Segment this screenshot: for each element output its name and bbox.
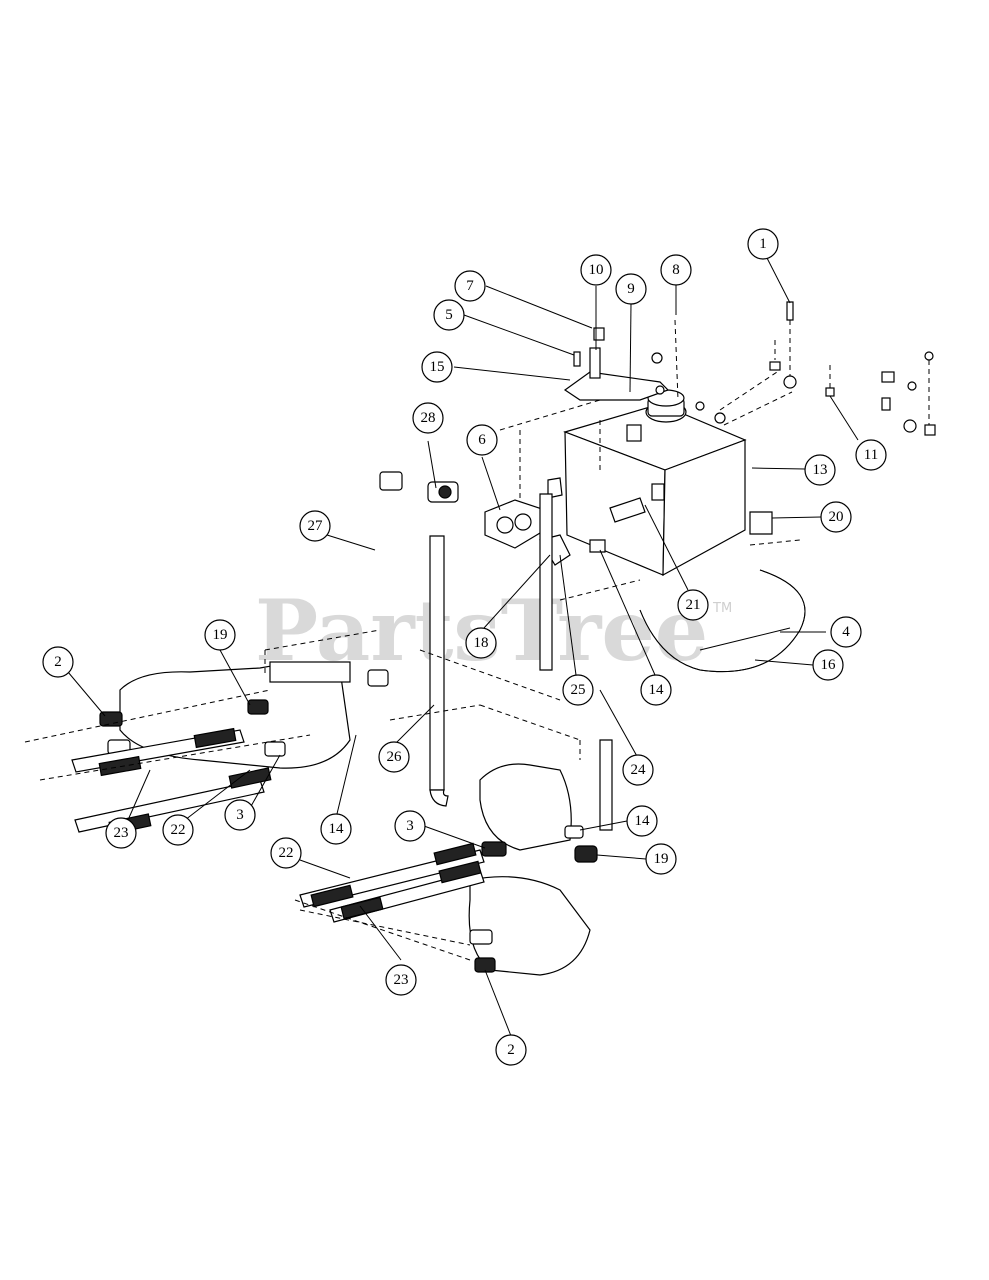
callout-19a: 19 xyxy=(204,619,236,651)
svg-text:9: 9 xyxy=(627,281,635,297)
svg-text:15: 15 xyxy=(430,359,445,375)
svg-text:19: 19 xyxy=(213,627,228,643)
callout-2b: 2 xyxy=(495,1034,527,1066)
callout-14a: 14 xyxy=(320,813,352,845)
callout-4: 4 xyxy=(830,616,862,648)
callout-25: 25 xyxy=(562,674,594,706)
callout-2a: 2 xyxy=(42,646,74,678)
callout-6: 6 xyxy=(466,424,498,456)
leader-lines xyxy=(67,257,859,1037)
svg-text:27: 27 xyxy=(308,518,324,534)
svg-text:21: 21 xyxy=(686,597,701,613)
svg-text:23: 23 xyxy=(394,972,409,988)
svg-text:5: 5 xyxy=(445,307,453,323)
callout-19b: 19 xyxy=(645,843,677,875)
tubes xyxy=(429,493,613,831)
callout-1: 1 xyxy=(747,228,779,260)
callout-13: 13 xyxy=(804,454,836,486)
callout-9: 9 xyxy=(615,273,647,305)
watermark-tm: TM xyxy=(712,601,732,616)
callout-14b: 14 xyxy=(626,805,658,837)
svg-text:8: 8 xyxy=(672,262,680,278)
callout-21: 21 xyxy=(677,589,709,621)
callout-16: 14 xyxy=(640,674,672,706)
svg-text:3: 3 xyxy=(236,807,244,823)
svg-text:22: 22 xyxy=(279,845,294,861)
svg-text:2: 2 xyxy=(54,654,62,670)
callout-27: 27 xyxy=(299,510,331,542)
svg-text:14: 14 xyxy=(635,813,651,829)
callout-18: 18 xyxy=(465,627,497,659)
svg-text:4: 4 xyxy=(842,624,850,640)
callout-5: 5 xyxy=(433,299,465,331)
callout-24: 24 xyxy=(622,754,654,786)
svg-text:2: 2 xyxy=(507,1042,515,1058)
svg-text:3: 3 xyxy=(406,818,414,834)
svg-text:23: 23 xyxy=(114,825,129,841)
hydraulic-tank xyxy=(563,352,747,577)
right-hoses xyxy=(294,842,485,961)
svg-text:14: 14 xyxy=(329,821,345,837)
right-pump xyxy=(468,763,598,976)
svg-text:11: 11 xyxy=(864,447,878,463)
svg-text:6: 6 xyxy=(478,432,486,448)
callout-28: 28 xyxy=(412,402,444,434)
callout-10: 10 xyxy=(580,254,612,286)
callout-23b: 23 xyxy=(385,964,417,996)
suction-hose xyxy=(639,569,806,673)
callout-3a: 3 xyxy=(224,799,256,831)
svg-text:10: 10 xyxy=(589,262,604,278)
callout-17: 16 xyxy=(812,649,844,681)
callout-22b: 22 xyxy=(270,837,302,869)
callout-23a: 23 xyxy=(105,817,137,849)
callout-8: 8 xyxy=(660,254,692,286)
callout-26: 26 xyxy=(378,741,410,773)
svg-text:16: 16 xyxy=(821,657,837,673)
svg-text:14: 14 xyxy=(649,682,665,698)
svg-text:28: 28 xyxy=(421,410,436,426)
svg-text:22: 22 xyxy=(171,822,186,838)
svg-text:18: 18 xyxy=(474,635,489,651)
svg-text:1: 1 xyxy=(759,236,767,252)
callout-7: 7 xyxy=(454,270,486,302)
svg-text:7: 7 xyxy=(466,278,474,294)
svg-text:13: 13 xyxy=(813,462,828,478)
callout-3b: 3 xyxy=(394,810,426,842)
svg-text:24: 24 xyxy=(631,762,647,778)
hardware-group xyxy=(769,301,936,436)
top-bracket xyxy=(563,327,670,401)
svg-text:20: 20 xyxy=(829,509,844,525)
callout-11: 11 xyxy=(855,439,887,471)
callout-20: 20 xyxy=(820,501,852,533)
callout-15: 15 xyxy=(421,351,453,383)
svg-text:26: 26 xyxy=(387,749,403,765)
callout-22a: 22 xyxy=(162,814,194,846)
svg-text:19: 19 xyxy=(654,851,669,867)
filter-assembly xyxy=(379,471,773,566)
assembly-lines xyxy=(264,319,801,760)
svg-text:25: 25 xyxy=(571,682,586,698)
